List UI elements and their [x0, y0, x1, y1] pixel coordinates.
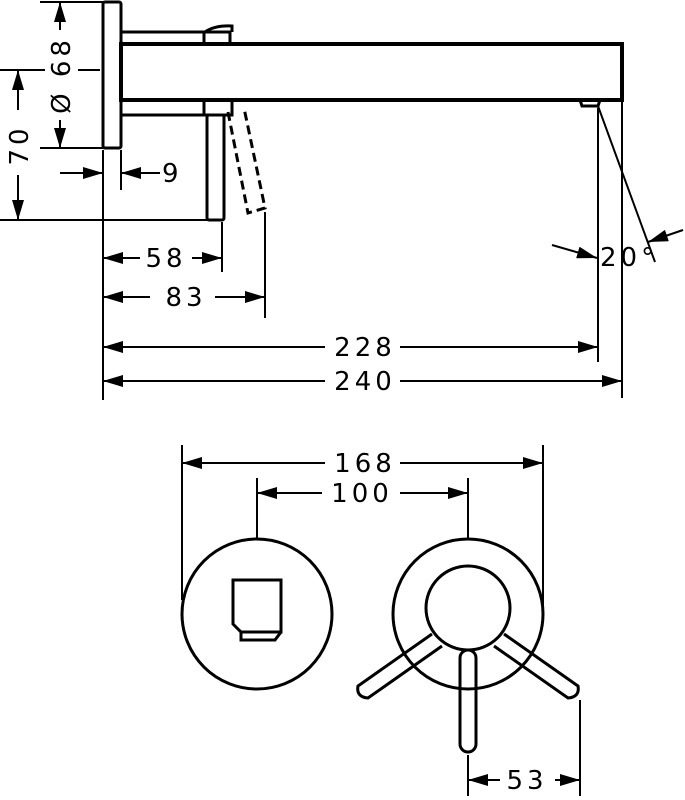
dim-lever-label: 58: [145, 244, 186, 274]
lever: [205, 113, 226, 222]
dim-height-label: 70: [5, 124, 35, 165]
dim-angle-label: 20°: [600, 243, 658, 273]
lever-down: [458, 648, 478, 754]
lever-left: [356, 632, 443, 700]
dim-plate-label: 9: [162, 159, 183, 189]
spout-outlet: [578, 99, 602, 108]
dim-line-angle: [551, 244, 598, 259]
dim-front-width-label: 168: [334, 449, 396, 479]
lever-tilted-dashed: [226, 107, 267, 215]
spout-rosette: [180, 537, 334, 691]
dim-outlet-label: 228: [334, 333, 396, 363]
dim-lever-tilted-label: 83: [165, 283, 206, 313]
valve-body: [121, 24, 234, 117]
dim-lever-reach-label: 53: [506, 766, 547, 796]
spout: [119, 42, 624, 102]
side-view: Ø 68 70 9 58 83 228 240: [0, 0, 684, 400]
front-view: 168 100 53: [180, 445, 581, 796]
dim-diameter-label: Ø 68: [47, 36, 77, 114]
valve-knob: [424, 564, 512, 652]
spout-outlet-square: [231, 578, 283, 642]
wall-plate: [101, 0, 123, 150]
valve-rosette: [391, 537, 545, 691]
lever-right: [493, 632, 580, 700]
dim-centers-label: 100: [331, 479, 393, 509]
dim-total-label: 240: [334, 367, 396, 397]
